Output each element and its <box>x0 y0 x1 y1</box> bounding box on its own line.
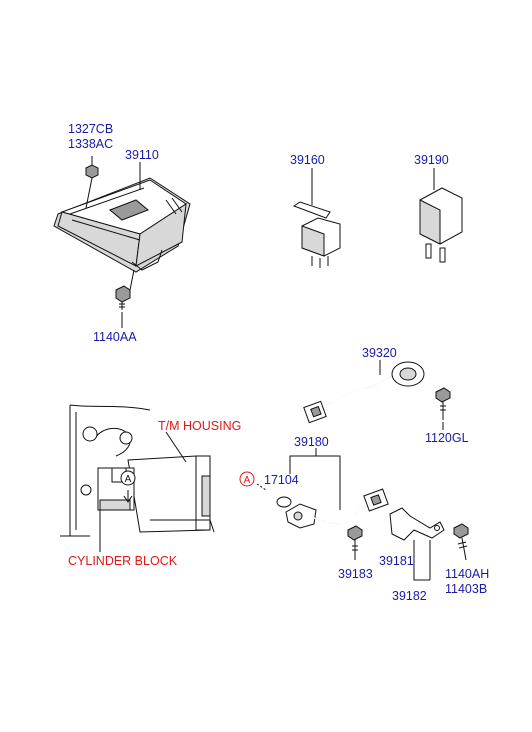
cmp-bracket-leader <box>289 455 341 510</box>
label-relay: 39160 <box>290 153 325 167</box>
label-cylinder-block: CYLINDER BLOCK <box>68 554 178 568</box>
label-oring: 17104 <box>264 473 299 487</box>
label-fuse-module: 39190 <box>414 153 449 167</box>
relay-drawing <box>292 168 341 268</box>
ref-a-text: A <box>244 475 251 486</box>
ref-a-leader <box>256 483 267 491</box>
label-bracket-bolt-2: 11403B <box>445 582 487 596</box>
cmp-sensor-drawing <box>285 488 389 529</box>
label-ecu-nut-1: 1327CB <box>68 122 113 136</box>
label-knock-sensor: 39320 <box>362 346 397 360</box>
tm-housing-leader <box>165 431 187 463</box>
label-bracket-assy: 39182 <box>392 589 427 603</box>
label-ecu: 39110 <box>125 148 159 162</box>
knock-sensor-drawing <box>303 360 425 424</box>
label-tm-housing: T/M HOUSING <box>158 419 241 433</box>
ecu-bolt-drawing <box>115 269 135 328</box>
label-bracket: 39181 <box>379 554 414 568</box>
ref-a-text-inset: A <box>125 474 132 485</box>
ecu-drawing <box>53 177 191 273</box>
label-bracket-bolt-1: 1140AH <box>445 567 489 581</box>
label-ecu-bolt: 1140AA <box>93 330 137 344</box>
bracket-bolt-drawing <box>453 523 469 561</box>
engine-inset-drawing <box>60 404 215 537</box>
knock-bolt-drawing <box>435 387 451 430</box>
sensor-bolt-drawing <box>347 525 363 560</box>
ecu-nut-drawing <box>85 156 99 209</box>
label-cmp-sensor: 39180 <box>294 435 329 449</box>
label-sensor-bolt: 39183 <box>338 567 373 581</box>
label-ecu-nut-2: 1338AC <box>68 137 113 151</box>
label-knock-bolt: 1120GL <box>425 431 469 445</box>
oring-drawing <box>276 496 292 508</box>
bracket-drawing <box>389 507 445 581</box>
ref-a-marker <box>239 471 255 487</box>
fuse-module-drawing <box>419 168 463 263</box>
ref-a-marker-inset <box>120 470 136 486</box>
